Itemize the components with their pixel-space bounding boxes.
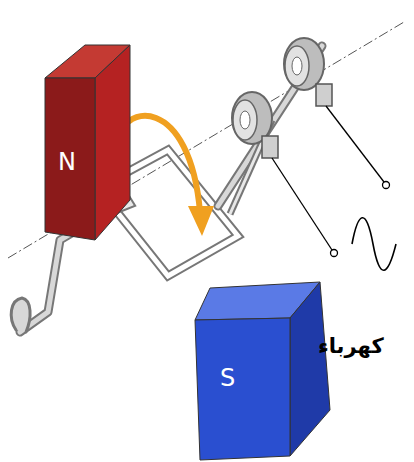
magnet-face	[95, 45, 130, 240]
pole-letter: S	[220, 366, 235, 390]
magnet-face	[195, 318, 290, 460]
magnet-face	[45, 78, 95, 240]
sine-wave	[352, 218, 396, 271]
magnet-south: S	[194, 280, 334, 462]
brush	[262, 84, 332, 158]
slip-ring	[284, 38, 324, 90]
magnet-face	[290, 282, 330, 456]
output-wire	[272, 106, 390, 257]
axis-line	[8, 22, 404, 258]
pole-letter: N	[58, 150, 76, 174]
magnet-shape	[194, 280, 334, 462]
magnet-shape	[44, 44, 134, 244]
output-label: كهرباء	[318, 334, 384, 359]
shaft	[218, 46, 322, 214]
magnet-north: N	[44, 44, 134, 244]
